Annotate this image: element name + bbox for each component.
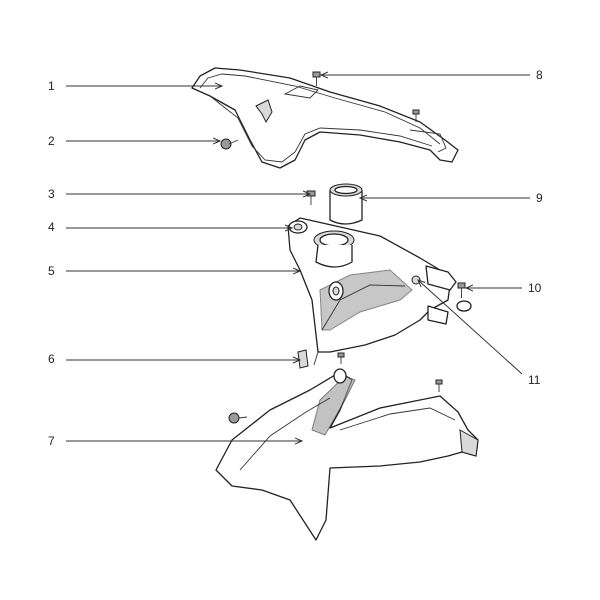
part-7-lower-cover <box>215 368 479 541</box>
part-4-5-center-body <box>287 217 472 366</box>
callout-label: 7 <box>48 434 55 448</box>
screw-3 <box>306 190 316 205</box>
callout-3: 3 <box>48 187 310 201</box>
callout-label: 2 <box>48 134 55 148</box>
callout-label: 6 <box>48 352 55 366</box>
part-9-collar <box>329 183 363 225</box>
callout-1: 1 <box>48 79 222 93</box>
callout-label: 8 <box>536 68 543 82</box>
screw-top-right <box>412 109 420 122</box>
screw-lower-center <box>337 352 345 364</box>
callout-9: 9 <box>360 191 543 205</box>
bolt-lower-left <box>228 412 248 424</box>
callout-2: 2 <box>48 134 220 148</box>
callout-4: 4 <box>48 220 292 234</box>
callout-label: 4 <box>48 220 55 234</box>
callout-10: 10 <box>466 281 542 295</box>
bolt-2 <box>220 138 239 150</box>
screw-lower-right <box>435 379 443 392</box>
callout-11: 11 <box>418 280 541 387</box>
part-1-upper-bracket <box>191 67 459 169</box>
callout-8: 8 <box>321 68 543 82</box>
callout-5: 5 <box>48 264 300 278</box>
callout-label: 1 <box>48 79 55 93</box>
callout-label: 3 <box>48 187 55 201</box>
callout-label: 5 <box>48 264 55 278</box>
part-6-clip <box>297 349 309 369</box>
callout-label: 9 <box>536 191 543 205</box>
callout-6: 6 <box>48 352 300 366</box>
callout-label: 11 <box>528 373 541 387</box>
callout-label: 10 <box>528 281 542 295</box>
callout-7: 7 <box>48 434 302 448</box>
screw-8 <box>312 71 321 86</box>
screw-10 <box>457 282 466 298</box>
